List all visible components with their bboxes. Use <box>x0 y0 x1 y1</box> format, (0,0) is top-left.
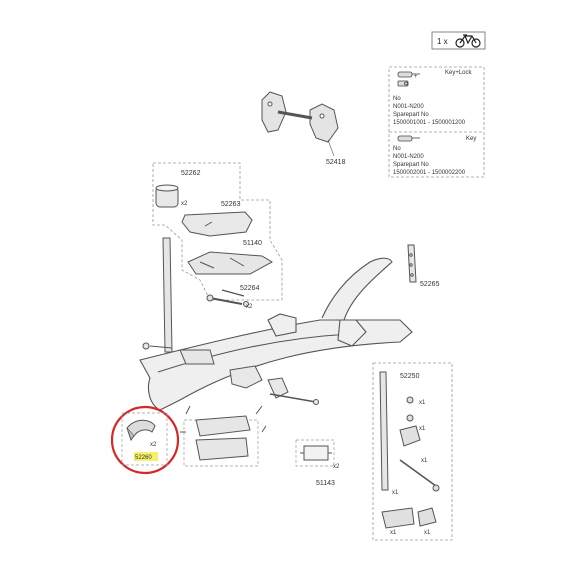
key-lock-text-4: 1500001001 - 1500001200 <box>393 120 466 126</box>
part-qty-52264: x2 <box>246 304 253 310</box>
lower-cradle-parts <box>180 405 267 467</box>
key-text-1: No <box>393 146 401 152</box>
part-qty-52250-1: x1 <box>419 400 426 406</box>
part-label-52262: 52262 <box>181 170 201 177</box>
rack-main-frame <box>139 257 413 411</box>
part-qty-52250-6: x1 <box>424 530 431 536</box>
part-label-52250: 52250 <box>400 373 420 380</box>
part-qty-52250-2: x1 <box>419 426 426 432</box>
part-qty-52250-3: x1 <box>421 458 428 464</box>
part-qty-52260: x2 <box>150 442 157 448</box>
part-52418-frame-holder <box>261 91 339 143</box>
part-52260-shape <box>126 419 156 442</box>
part-label-51143: 51143 <box>316 480 335 487</box>
part-label-52265: 52265 <box>420 281 440 288</box>
part-52260-end-cap-highlight[interactable]: x2 52260 <box>110 405 180 475</box>
part-52260-dashed-box <box>121 412 168 466</box>
key-text-4: 1500002001 - 1500002200 <box>393 170 466 176</box>
part-52250-group: 52250 x1 x1 x1 x1 x1 x1 <box>372 362 453 541</box>
key-lock-label: Key+Lock <box>445 70 473 76</box>
part-label-52263: 52263 <box>221 201 241 208</box>
key-lock-text-1: No <box>393 96 401 102</box>
key-lock-box: + Key+Lock No N001-N200 Sparepart No 150… <box>388 66 485 178</box>
key-lock-text-3: Sparepart No <box>393 112 429 118</box>
part-label-51140: 51140 <box>243 240 262 247</box>
part-label-52264: 52264 <box>240 285 260 292</box>
part-qty-52250-4: x1 <box>392 490 399 496</box>
part-52250-strap <box>379 371 389 491</box>
part-label-52418: 52418 <box>326 159 346 166</box>
bicycle-icon <box>455 34 481 48</box>
part-52263-end-piece <box>181 211 253 237</box>
part-52262-cap <box>155 184 179 208</box>
key-text-3: Sparepart No <box>393 162 429 168</box>
part-qty-52262: x2 <box>181 201 188 207</box>
key-only-icon <box>397 135 420 142</box>
part-51143-pad <box>295 439 335 467</box>
key-label: Key <box>466 136 476 142</box>
part-52250-dashed-box <box>372 362 453 541</box>
part-qty-51143: x2 <box>333 464 340 470</box>
part-52265-strap <box>407 244 417 283</box>
key-lock-outer <box>388 66 485 178</box>
part-51140-wheel-cradle <box>187 251 274 275</box>
key-lock-plus: + <box>414 74 418 80</box>
key-text-2: N001-N200 <box>393 154 424 160</box>
rack-central-clamp <box>229 365 319 405</box>
quantity-label: 1 x <box>437 37 448 46</box>
lock-cylinder-icon <box>397 80 409 87</box>
highlight-label-bg <box>134 452 158 461</box>
key-icon <box>397 71 420 78</box>
key-lock-text-2: N001-N200 <box>393 104 424 110</box>
part-label-52260: 52260 <box>135 455 152 461</box>
upper-parts-dashed-outline <box>152 162 283 301</box>
part-52250-small-pieces <box>381 396 440 529</box>
rack-left-strap <box>142 237 215 365</box>
part-qty-52250-5: x1 <box>390 530 397 536</box>
leader-52418 <box>327 139 335 157</box>
quantity-box <box>431 31 486 50</box>
part-52264-screws <box>206 289 249 307</box>
quantity-header: 1 x <box>431 31 486 50</box>
highlight-circle <box>110 405 180 475</box>
